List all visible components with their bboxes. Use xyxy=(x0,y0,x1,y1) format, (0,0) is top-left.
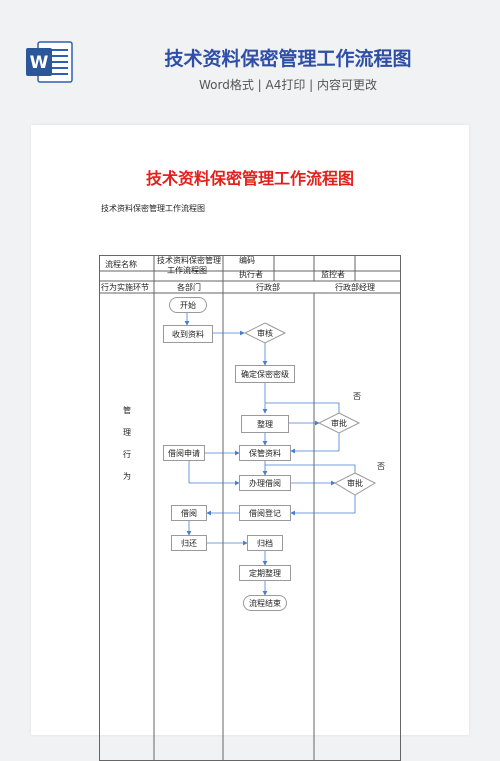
col-admin-label: 行政部 xyxy=(256,283,280,292)
flow-name-value-line2: 工作流程图 xyxy=(167,266,207,275)
flow-name-value-line1: 技术资料保密管理 xyxy=(157,256,221,265)
code-label: 编码 xyxy=(239,256,255,265)
receive-node: 收到资料 xyxy=(163,325,213,343)
form-grid xyxy=(99,255,401,761)
organize-node: 整理 xyxy=(241,415,289,433)
no-label-2: 否 xyxy=(377,462,385,471)
col-admin-manager-label: 行政部经理 xyxy=(335,283,375,292)
approve1-label: 审批 xyxy=(331,419,347,428)
borrow-node: 借阅 xyxy=(171,505,207,521)
side-label-2: 理 xyxy=(123,428,131,437)
side-label-4: 为 xyxy=(123,472,131,481)
page-title: 技术资料保密管理工作流程图 xyxy=(145,169,354,188)
flowchart-form: 流程名称 技术资料保密管理 工作流程图 编码 执行者 监控者 行为实施环节 各部… xyxy=(99,255,401,761)
end-node: 流程结束 xyxy=(243,595,287,611)
svg-text:W: W xyxy=(30,53,49,73)
review-label: 审核 xyxy=(257,329,273,338)
document-page: 技术资料保密管理工作流程图 技术资料保密管理工作流程图 xyxy=(31,125,469,761)
approve2-diamond xyxy=(333,472,377,496)
page-caption: 技术资料保密管理工作流程图 xyxy=(101,204,205,213)
word-document-icon: W xyxy=(26,41,73,83)
start-node: 开始 xyxy=(169,297,207,313)
review-diamond xyxy=(243,322,287,344)
approve2-label: 审批 xyxy=(347,479,363,488)
no-label-1: 否 xyxy=(353,392,361,401)
document-title: 技术资料保密管理工作流程图 xyxy=(164,48,412,70)
executor-label: 执行者 xyxy=(239,270,263,279)
col-department-label: 各部门 xyxy=(177,283,201,292)
side-label-3: 行 xyxy=(123,450,131,459)
flow-name-label: 流程名称 xyxy=(105,260,137,269)
handle-borrow-node: 办理借阅 xyxy=(239,475,291,491)
keep-node: 保管资料 xyxy=(239,445,291,461)
periodic-node: 定期整理 xyxy=(239,565,291,581)
side-label-1: 管 xyxy=(123,406,131,415)
document-header: W 技术资料保密管理工作流程图 Word格式 | A4打印 | 内容可更改 xyxy=(0,0,500,112)
return-node: 归还 xyxy=(171,535,207,551)
borrow-register-node: 借阅登记 xyxy=(239,505,291,521)
supervisor-label: 监控者 xyxy=(321,270,345,279)
approve1-diamond xyxy=(317,412,361,434)
archive-node: 归档 xyxy=(247,535,283,551)
set-level-node: 确定保密密级 xyxy=(235,365,295,383)
borrow-apply-node: 借阅申请 xyxy=(163,445,205,461)
document-subtitle: Word格式 | A4打印 | 内容可更改 xyxy=(198,78,378,92)
stage-label: 行为实施环节 xyxy=(101,283,149,292)
